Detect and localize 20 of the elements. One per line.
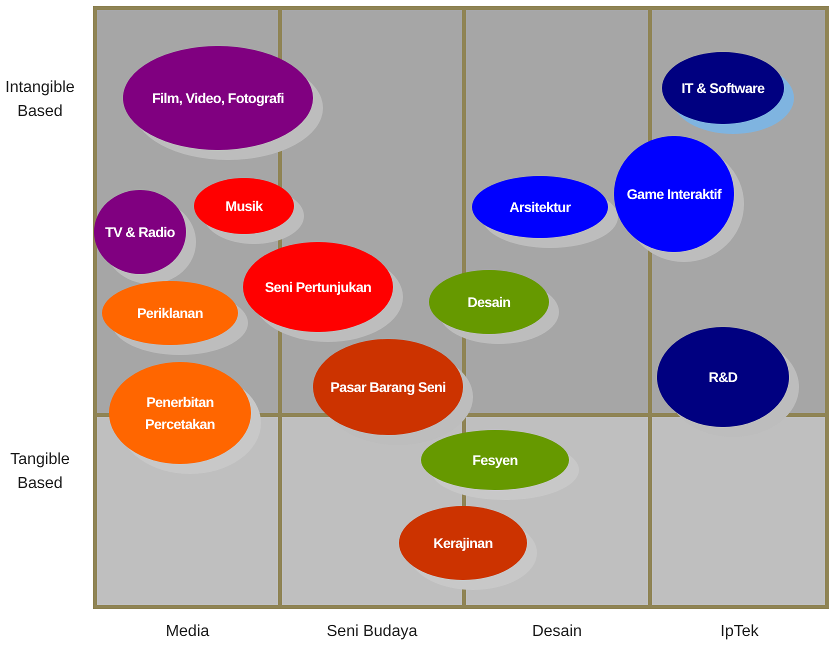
column-axis-label: Desain <box>531 622 583 642</box>
column-axis-label: IpTek <box>719 622 760 642</box>
category-label: Game Interaktif <box>626 185 723 204</box>
column-axis-label: Seni Budaya <box>326 622 418 642</box>
category-label: Fesyen <box>471 451 519 470</box>
row-axis-label: Tangible Based <box>9 450 71 494</box>
category-label: R&D <box>708 368 738 387</box>
row-axis-label: Intangible Based <box>4 78 76 122</box>
category-label: TV & Radio <box>104 223 176 242</box>
category-label: Penerbitan Percetakan <box>144 393 216 434</box>
category-label: Kerajinan <box>432 534 494 553</box>
category-label: Periklanan <box>136 304 204 323</box>
category-label: Film, Video, Fotografi <box>151 89 285 108</box>
category-label: IT & Software <box>680 79 766 98</box>
category-label: Seni Pertunjukan <box>264 278 372 297</box>
column-axis-label: Media <box>164 622 210 642</box>
category-label: Arsitektur <box>508 198 572 217</box>
category-label: Pasar Barang Seni <box>329 378 447 397</box>
category-label: Musik <box>224 197 264 216</box>
category-label: Desain <box>466 293 512 312</box>
